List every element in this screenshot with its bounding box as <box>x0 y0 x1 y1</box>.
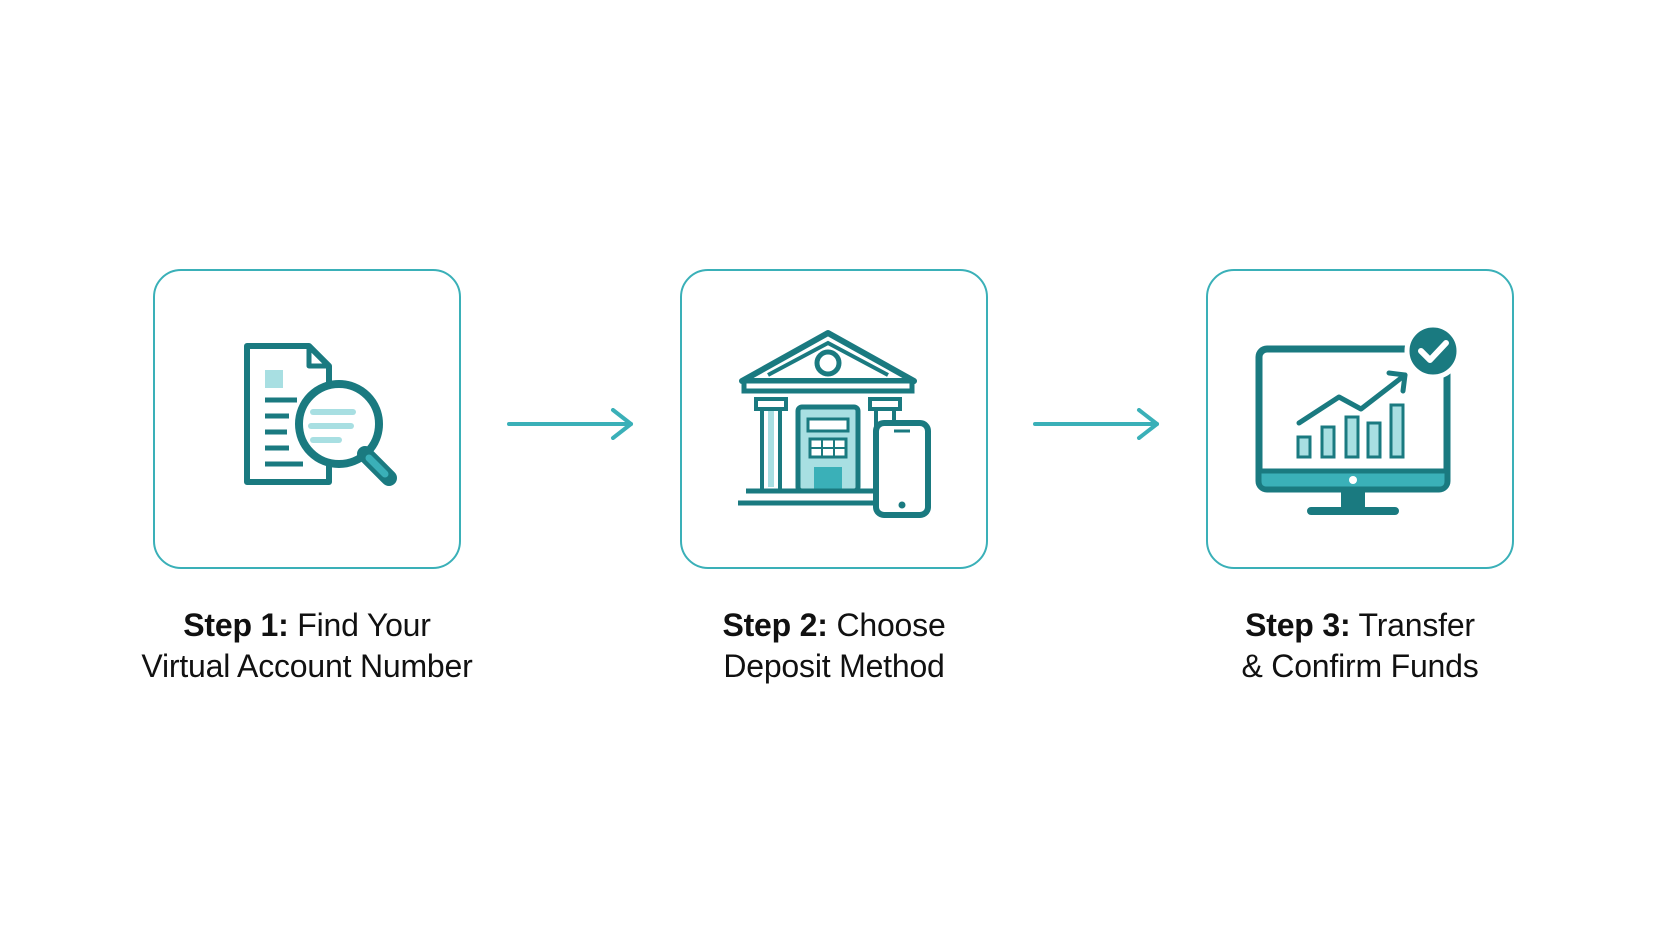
bank-and-phone-icon <box>738 330 931 518</box>
step-3-title-part-2: & Confirm Funds <box>1241 648 1479 684</box>
step-1-title-part-1: Find Your <box>297 607 431 643</box>
step-3-card <box>1206 269 1514 569</box>
step-1-caption-line-1: Step 1: Find Your <box>183 607 431 643</box>
step-3-caption: Step 3: Transfer & Confirm Funds <box>1166 605 1554 687</box>
arrow-right-icon <box>1033 408 1159 440</box>
step-1-title-part-2: Virtual Account Number <box>141 648 473 684</box>
step-1-caption: Step 1: Find Your Virtual Account Number <box>113 605 501 687</box>
step-1: Step 1: Find Your Virtual Account Number <box>141 269 473 684</box>
step-3-title-part-1: Transfer <box>1358 607 1476 643</box>
step-3: Step 3: Transfer & Confirm Funds <box>1206 269 1518 684</box>
step-3-label: Step 3 <box>1245 607 1340 643</box>
step-2-caption-line-1: Step 2: Choose <box>722 607 946 643</box>
monitor-growth-check-icon <box>1255 322 1462 515</box>
document-search-icon <box>244 343 397 486</box>
step-1-label: Step 1 <box>183 607 279 643</box>
step-2-label: Step 2 <box>722 607 818 643</box>
step-1-card <box>153 269 461 569</box>
step-2-card <box>680 269 988 569</box>
step-2: Step 2: Choose Deposit Method <box>680 269 992 684</box>
step-2-title-part-2: Deposit Method <box>723 648 945 684</box>
step-3-caption-line-1: Step 3: Transfer <box>1245 607 1476 643</box>
step-2-caption: Step 2: Choose Deposit Method <box>640 605 1028 687</box>
step-2-title-part-1: Choose <box>836 607 946 643</box>
arrow-right-icon <box>507 408 633 440</box>
